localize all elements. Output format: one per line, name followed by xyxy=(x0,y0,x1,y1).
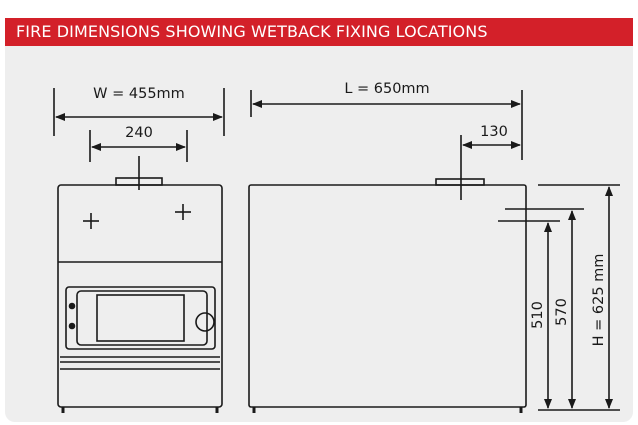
door-frame xyxy=(65,286,216,350)
height-lower-label: 510 xyxy=(530,301,546,329)
width-label: W = 455mm xyxy=(93,86,185,102)
front-body xyxy=(57,184,223,408)
fixing-cross-left xyxy=(83,213,99,229)
offset-label: 130 xyxy=(480,124,508,140)
height-upper-label: 570 xyxy=(554,298,570,326)
length-label: L = 650mm xyxy=(344,81,429,97)
diagram-title: FIRE DIMENSIONS SHOWING WETBACK FIXING L… xyxy=(5,18,633,46)
diagram-panel: FIRE DIMENSIONS SHOWING WETBACK FIXING L… xyxy=(5,18,633,422)
door-hinge-bottom xyxy=(68,322,76,330)
side-flue-collar xyxy=(435,178,485,186)
height-total-label: H = 625 mm xyxy=(591,254,607,347)
door-handle xyxy=(195,312,215,332)
door-inner-frame xyxy=(76,290,208,346)
door-hinge-top xyxy=(68,302,76,310)
door-glass xyxy=(96,294,185,342)
side-body xyxy=(248,184,527,408)
fixing-cross-right xyxy=(175,204,191,220)
spacing-label: 240 xyxy=(125,125,153,141)
